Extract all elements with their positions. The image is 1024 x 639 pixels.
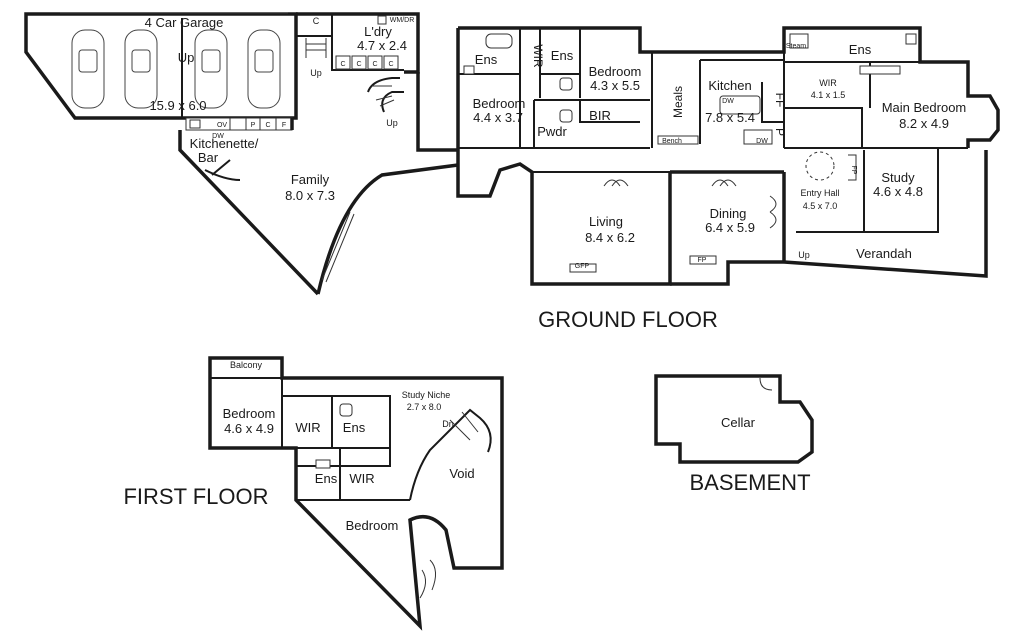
bedroom-a-wir: WIR bbox=[531, 44, 545, 68]
bench-label: Bench bbox=[662, 138, 682, 145]
garage-up-label: Up bbox=[178, 50, 195, 65]
garage-wing bbox=[24, 12, 459, 296]
main-bedroom-dims: 8.2 x 4.9 bbox=[899, 116, 949, 131]
laundry-cupboard-2: C bbox=[356, 61, 361, 68]
kitchenette-label-2: Bar bbox=[198, 150, 219, 165]
gfp-label: GFP bbox=[575, 263, 590, 270]
study-label: Study bbox=[881, 170, 915, 185]
bir-label: BIR bbox=[589, 108, 611, 123]
laundry-cupboard-4: C bbox=[388, 61, 393, 68]
living-dims: 8.4 x 6.2 bbox=[585, 230, 635, 245]
spiral-stair-up: Up bbox=[386, 118, 398, 128]
main-wir-label: WIR bbox=[819, 78, 837, 88]
kitchen-dw-label: DW bbox=[722, 98, 734, 105]
room-labels: 4 Car Garage Up 15.9 x 6.0 C Up L'dry 4.… bbox=[123, 15, 966, 533]
kitchen-dims: 7.8 x 5.4 bbox=[705, 110, 755, 125]
kitchenette-f-label: F bbox=[282, 122, 286, 129]
kitchen-dw-2: DW bbox=[756, 138, 768, 145]
ff-dn-label: Dn bbox=[442, 419, 454, 429]
family-label: Family bbox=[291, 172, 330, 187]
first-floor-title: FIRST FLOOR bbox=[123, 484, 268, 509]
entry-up-label: Up bbox=[798, 250, 810, 260]
garage-stair-up: Up bbox=[310, 68, 322, 78]
basement bbox=[654, 374, 814, 464]
laundry-label: L'dry bbox=[364, 24, 392, 39]
pwdr-label: Pwdr bbox=[537, 124, 567, 139]
bedroom-b-label: Bedroom bbox=[589, 64, 642, 79]
ff-bedroom-a-dims: 4.6 x 4.9 bbox=[224, 421, 274, 436]
laundry-cupboard-3: C bbox=[372, 61, 377, 68]
entry-label: Entry Hall bbox=[800, 188, 839, 198]
ff-bedroom-a-label: Bedroom bbox=[223, 406, 276, 421]
verandah-label: Verandah bbox=[856, 246, 912, 261]
dw-label: DW bbox=[212, 133, 224, 140]
study-niche-label: Study Niche bbox=[402, 390, 451, 400]
bedroom-a-ens: Ens bbox=[475, 52, 498, 67]
kitchenette-p-label: P bbox=[251, 122, 256, 129]
garage-dims: 15.9 x 6.0 bbox=[149, 98, 206, 113]
main-ens-label: Ens bbox=[849, 42, 872, 57]
ff-wir-2: WIR bbox=[349, 471, 374, 486]
kitchen-label: Kitchen bbox=[708, 78, 751, 93]
steam-label: Steam bbox=[786, 43, 806, 50]
meals-label: Meals bbox=[671, 86, 685, 118]
ov-label: OV bbox=[217, 122, 227, 129]
entry-fp-label: FP bbox=[850, 166, 857, 175]
study-dims: 4.6 x 4.8 bbox=[873, 184, 923, 199]
dining-dims: 6.4 x 5.9 bbox=[705, 220, 755, 235]
kitchen-p-label: P bbox=[773, 128, 787, 136]
family-dims: 8.0 x 7.3 bbox=[285, 188, 335, 203]
ff-wir-1: WIR bbox=[295, 420, 320, 435]
bedroom-a-dims: 4.4 x 3.7 bbox=[473, 110, 523, 125]
cellar-label: Cellar bbox=[721, 415, 756, 430]
kitchen-ff-label: FF bbox=[773, 93, 787, 108]
ground-floor-title: GROUND FLOOR bbox=[538, 307, 718, 332]
basement-title: BASEMENT bbox=[689, 470, 810, 495]
car-icons bbox=[71, 29, 281, 109]
first-floor bbox=[208, 356, 504, 631]
wmdr-label: WM/DR bbox=[390, 17, 415, 24]
kitchenette-label: Kitchenette/ bbox=[190, 136, 259, 151]
living-label: Living bbox=[589, 214, 623, 229]
entry-dims: 4.5 x 7.0 bbox=[803, 201, 838, 211]
dining-label: Dining bbox=[710, 206, 747, 221]
laundry-cupboard-1: C bbox=[340, 61, 345, 68]
bedroom-a-label: Bedroom bbox=[473, 96, 526, 111]
bedroom-b-dims: 4.3 x 5.5 bbox=[590, 78, 640, 93]
main-wir-dims: 4.1 x 1.5 bbox=[811, 90, 846, 100]
garage-label: 4 Car Garage bbox=[145, 15, 224, 30]
main-house bbox=[456, 26, 1000, 286]
ff-bedroom-b-label: Bedroom bbox=[346, 518, 399, 533]
kitchenette-c-label: C bbox=[265, 122, 270, 129]
main-bedroom-label: Main Bedroom bbox=[882, 100, 967, 115]
ff-ens-2: Ens bbox=[315, 471, 338, 486]
ff-ens-1: Ens bbox=[343, 420, 366, 435]
dining-fp-label: FP bbox=[698, 257, 707, 264]
balcony-label: Balcony bbox=[230, 360, 263, 370]
study-niche-dims: 2.7 x 8.0 bbox=[407, 402, 442, 412]
laundry-dims: 4.7 x 2.4 bbox=[357, 38, 407, 53]
garage-c-label: C bbox=[313, 16, 320, 26]
void-label: Void bbox=[449, 466, 474, 481]
bedroom-b-ens: Ens bbox=[551, 48, 574, 63]
